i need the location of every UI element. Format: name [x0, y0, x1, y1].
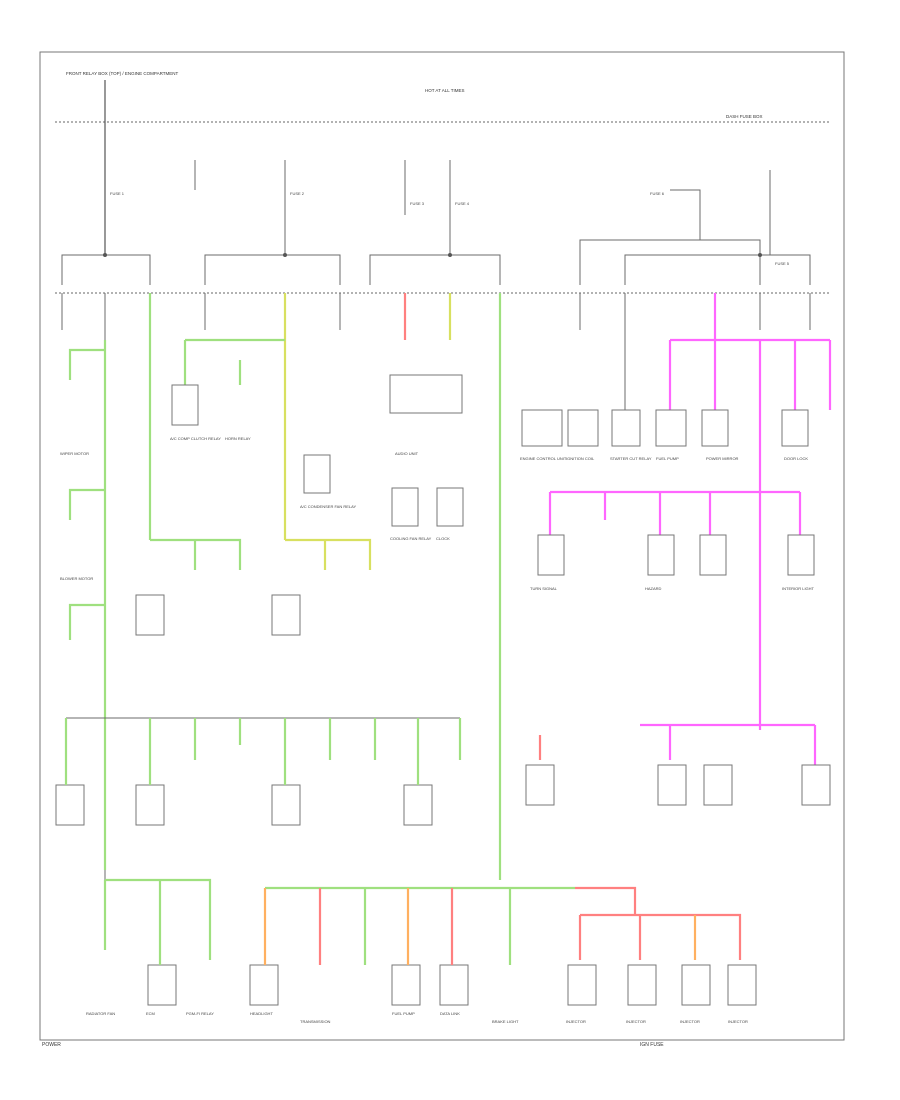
component-label: TURN SIGNAL [530, 586, 558, 591]
bottom-components [567, 964, 757, 1006]
component-label: HAZARD [645, 586, 662, 591]
bottom-label: FUEL PUMP [392, 1011, 415, 1016]
header-title: HOT AT ALL TIMES [425, 88, 465, 93]
bottom-label: DATA LINK [440, 1011, 460, 1016]
left-components [55, 374, 469, 1006]
fuse-label: FUSE 1 [110, 191, 125, 196]
component-label: DOOR LOCK [784, 456, 808, 461]
fuse-label: FUSE 6 [650, 191, 665, 196]
component-label: CLOCK [436, 536, 450, 541]
component-label: WIPER MOTOR [60, 451, 89, 456]
fuse-label: FUSE 2 [290, 191, 305, 196]
component-label: FUEL PUMP [656, 456, 679, 461]
fuse-label: FUSE 3 [410, 201, 425, 206]
relay-link [670, 189, 701, 240]
diagram-border [39, 51, 845, 1041]
splice-dot [103, 253, 107, 257]
fuse-label: FUSE 5 [775, 261, 790, 266]
component-label: INTERIOR LIGHT [782, 586, 815, 591]
component-label: ENGINE CONTROL UNIT [520, 456, 567, 461]
bottom-label: INJECTOR [728, 1019, 748, 1024]
fuse-label: FUSE 4 [455, 201, 470, 206]
bottom-bus [103, 878, 742, 965]
fuse-bus-5 [624, 254, 811, 285]
bottom-label: INJECTOR [626, 1019, 646, 1024]
bottom-label: INJECTOR [566, 1019, 586, 1024]
component-label: BLOWER MOTOR [60, 576, 93, 581]
bottom-label: TRANSMISSION [300, 1019, 331, 1024]
component-label: STARTER CUT RELAY [610, 456, 652, 461]
fuse-bus-4 [579, 239, 761, 285]
splice-dot [283, 253, 287, 257]
source-label-left: FRONT RELAY BOX (TOP) / ENGINE COMPARTME… [66, 71, 179, 76]
bottom-label: RADIATOR FAN [86, 1011, 115, 1016]
fuse-bus-2 [204, 254, 341, 285]
bottom-label: BRAKE LIGHT [492, 1019, 519, 1024]
component-label: A/C COMP CLUTCH RELAY [170, 436, 221, 441]
component-label: HORN RELAY [225, 436, 251, 441]
bottom-label: PGM-FI RELAY [186, 1011, 214, 1016]
splice-dot [758, 253, 762, 257]
footer-right-label: IGN FUSE [640, 1042, 664, 1048]
fuse-bus-3 [369, 254, 501, 285]
bottom-label: INJECTOR [680, 1019, 700, 1024]
component-label: COOLING FAN RELAY [390, 536, 432, 541]
component-label: A/C CONDENSER FAN RELAY [300, 504, 356, 509]
right-pink-branch [538, 338, 832, 765]
fuse-bus-1 [61, 254, 151, 285]
bottom-label: HEADLIGHT [250, 1011, 273, 1016]
splice-dot [448, 253, 452, 257]
component-label: AUDIO UNIT [395, 451, 419, 456]
right-components [521, 409, 831, 806]
source-label-right: DASH FUSE BOX [726, 114, 763, 119]
middle-bus [64, 717, 462, 785]
left-green-branch [68, 338, 372, 870]
fuse-outputs [61, 293, 811, 880]
component-label: IGNITION COIL [566, 456, 595, 461]
bottom-label: ECM [146, 1011, 155, 1016]
footer-left-label: POWER [42, 1042, 61, 1048]
component-label: POWER MIRROR [706, 456, 739, 461]
